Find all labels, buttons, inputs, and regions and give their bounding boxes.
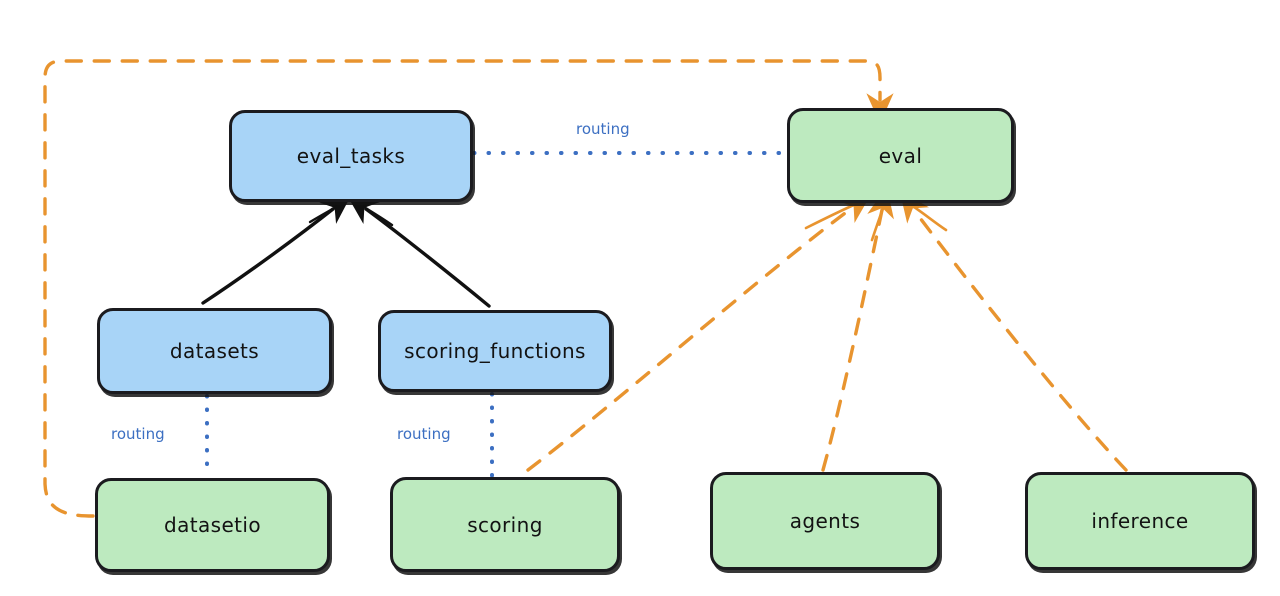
node-scoring[interactable]: scoring (390, 477, 620, 572)
edge-scoring-functions-to-eval-tasks (346, 194, 491, 308)
edge-label-routing-eval-tasks-eval: routing (576, 120, 630, 138)
node-label-inference: inference (1091, 509, 1189, 533)
edge-datasets-to-eval-tasks (201, 194, 352, 305)
edge-inference-to-eval (899, 190, 1128, 472)
edge-label-routing-scoring-functions-scoring: routing (397, 425, 451, 443)
node-label-datasets: datasets (169, 339, 260, 363)
node-label-eval: eval (878, 143, 923, 168)
edge-label-routing-datasets-datasetio: routing (111, 425, 165, 443)
node-inference[interactable]: inference (1025, 472, 1255, 570)
node-eval-tasks[interactable]: eval_tasks (229, 110, 473, 202)
node-label-eval-tasks: eval_tasks (296, 144, 406, 168)
node-agents[interactable]: agents (710, 472, 940, 570)
node-label-datasetio: datasetio (163, 513, 261, 537)
edge-datasetio-to-eval (43, 59, 894, 518)
node-eval[interactable]: eval (787, 108, 1014, 203)
edge-scoring-to-eval (526, 193, 872, 472)
node-scoring-functions[interactable]: scoring_functions (378, 310, 612, 392)
node-label-agents: agents (789, 509, 861, 533)
node-label-scoring-functions: scoring_functions (404, 339, 586, 363)
node-datasetio[interactable]: datasetio (95, 478, 330, 572)
node-label-scoring: scoring (467, 512, 543, 537)
node-datasets[interactable]: datasets (97, 308, 332, 394)
edge-agents-to-eval (821, 186, 894, 472)
